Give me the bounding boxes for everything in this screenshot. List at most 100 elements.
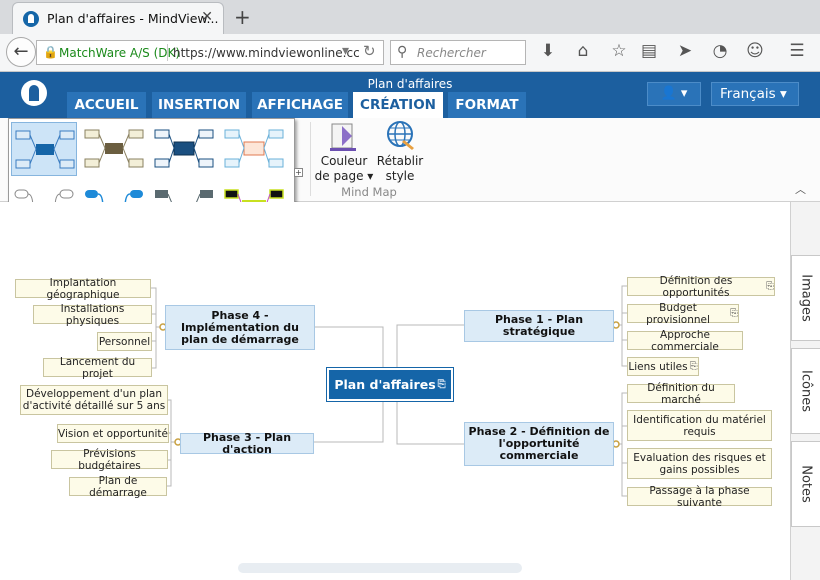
url-dropdown-icon[interactable]: ▾ (342, 43, 350, 59)
browser-tab-title: Plan d'affaires - MindView... (47, 11, 219, 26)
horizontal-scrollbar[interactable] (238, 563, 522, 573)
language-button[interactable]: Français ▾ (711, 82, 799, 106)
reset-style-globe-icon[interactable] (384, 120, 416, 152)
subtopic-passage-phase-suivante[interactable]: Passage à la phase suivante (627, 484, 772, 509)
style-option-1[interactable] (11, 122, 77, 176)
ribbon-group-label: Mind Map (341, 185, 397, 199)
reset-style-button[interactable]: Rétablir style (372, 154, 428, 184)
tab-accueil[interactable]: ACCUEIL (67, 92, 146, 118)
subtopic-implantation-geographique[interactable]: Implantation géographique (15, 277, 151, 301)
url-bar[interactable]: 🔒 MatchWare A/S (DK) https://www.mindvie… (36, 40, 384, 65)
subtopic-label: Plan de démarrage (89, 474, 147, 499)
mindview-logo-icon[interactable] (21, 80, 47, 106)
url-text[interactable]: https://www.mindviewonline.cc (173, 46, 360, 60)
subtopic-label: Lancement du projet (59, 355, 136, 380)
tab-insertion[interactable]: INSERTION (152, 92, 246, 118)
style-option-4[interactable] (221, 122, 287, 176)
gallery-expand-icon[interactable]: + (294, 168, 303, 177)
subtopic-personnel[interactable]: Personnel (97, 332, 152, 351)
style-option-2[interactable] (81, 122, 147, 176)
page-color-button[interactable]: Couleur de page ▾ (314, 154, 374, 184)
side-tab-label: Notes (798, 465, 814, 503)
subtopic-vision-opportunite[interactable]: Vision et opportunité (57, 424, 169, 443)
style-thumbnail-4 (224, 129, 284, 168)
reset-style-label-2: style (385, 169, 415, 183)
subtopic-identification-materiel[interactable]: Identification du matériel requis (627, 410, 772, 441)
search-bar[interactable]: ⚲ Rechercher (390, 40, 526, 65)
attachment-icon: ⎘ (437, 378, 446, 390)
subtopic-label: Installations physiques (60, 302, 125, 327)
bookmark-star-icon[interactable]: ☆ (611, 41, 627, 61)
subtopic-liens-utiles[interactable]: Liens utiles⎘ (627, 357, 699, 376)
subtopic-developpement-plan[interactable]: Développement d'un plan d'activité détai… (20, 385, 168, 415)
style-thumbnail-2 (84, 129, 144, 168)
attachment-icon: ⎘ (689, 360, 698, 372)
download-icon[interactable]: ⬇ (540, 41, 556, 61)
tab-creation[interactable]: CRÉATION (353, 92, 443, 118)
topic-phase1[interactable]: Phase 1 - Plan stratégique (464, 310, 614, 342)
new-tab-button[interactable]: + (234, 5, 251, 29)
page-color-icon[interactable] (328, 122, 358, 152)
subtopic-label: Budget provisionnel (646, 301, 710, 326)
subtopic-evaluation-risques[interactable]: Evaluation des risques et gains possible… (627, 448, 772, 479)
topic-phase1-label: Phase 1 - Plan stratégique (494, 313, 584, 338)
subtopic-definition-marche[interactable]: Définition du marché (627, 381, 735, 406)
ribbon-separator (310, 122, 311, 196)
topic-phase2-label: Phase 2 - Définition de l'opportunité co… (468, 425, 610, 462)
subtopic-label: Vision et opportunité (58, 427, 169, 440)
reading-list-icon[interactable]: ▤ (640, 41, 658, 61)
subtopic-budget-provisionnel[interactable]: Budget provisionnel⎘ (627, 301, 739, 326)
document-title: Plan d'affaires (367, 77, 453, 91)
connector-phase4-items (151, 287, 165, 369)
style-thumbnail-1 (15, 130, 75, 169)
subtopic-plan-demarrage[interactable]: Plan de démarrage (69, 474, 167, 499)
search-input[interactable]: Rechercher (417, 46, 486, 60)
subtopic-label: Personnel (98, 335, 151, 348)
page-color-dropdown-icon: ▾ (363, 169, 374, 183)
back-button[interactable]: ← (6, 37, 36, 67)
user-menu-button[interactable]: 👤 ▾ (647, 82, 701, 106)
central-topic-label: Plan d'affaires (334, 376, 436, 392)
attachment-icon: ⎘ (766, 280, 774, 292)
tab-affichage[interactable]: AFFICHAGE (252, 92, 348, 118)
topic-phase2[interactable]: Phase 2 - Définition de l'opportunité co… (464, 422, 614, 466)
collapse-ribbon-chevron-icon[interactable]: ︿ (795, 183, 806, 196)
subtopic-label: Développement d'un plan d'activité détai… (22, 388, 166, 412)
side-tab-images[interactable]: Images (791, 255, 820, 341)
reload-icon[interactable]: ↻ (363, 42, 376, 60)
subtopic-installations-physiques[interactable]: Installations physiques (33, 302, 152, 327)
subtopic-label: Approche commerciale (651, 328, 719, 353)
subtopic-definition-opportunites[interactable]: Définition des opportunités⎘ (627, 275, 775, 299)
user-icon: 👤 (660, 86, 677, 101)
side-tab-icones[interactable]: Icônes (791, 348, 820, 434)
hamburger-menu-icon[interactable]: ☰ (789, 41, 805, 61)
smiley-icon[interactable]: ☺ (746, 41, 764, 61)
language-label: Français (720, 86, 776, 102)
subtopic-label: Passage à la phase suivante (649, 484, 750, 509)
subtopic-label: Liens utiles (628, 360, 688, 373)
reset-style-label-1: Rétablir (376, 154, 424, 168)
browser-navbar: ← 🔒 MatchWare A/S (DK) https://www.mindv… (0, 34, 820, 72)
home-icon[interactable]: ⌂ (577, 41, 589, 61)
topic-phase3[interactable]: Phase 3 - Plan d'action (180, 431, 314, 455)
lock-icon: 🔒 (43, 45, 58, 59)
side-tab-notes[interactable]: Notes (791, 441, 820, 527)
tab-format[interactable]: FORMAT (448, 92, 526, 118)
style-thumbnail-3 (154, 129, 214, 168)
subtopic-previsions-budgetaires[interactable]: Prévisions budgétaires (51, 448, 168, 472)
subtopic-approche-commerciale[interactable]: Approche commerciale (627, 328, 743, 353)
topic-phase4[interactable]: Phase 4 - Implémentation du plan de déma… (165, 305, 315, 350)
side-tab-label: Icônes (798, 370, 814, 412)
subtopic-label: Définition du marché (647, 381, 715, 406)
connector-phase2-items (614, 392, 627, 497)
tab-close-icon[interactable]: ✕ (201, 9, 213, 25)
browser-tab[interactable]: Plan d'affaires - MindView... ✕ (12, 2, 224, 34)
mindview-favicon-icon (23, 11, 39, 27)
subtopic-label: Evaluation des risques et gains possible… (633, 451, 766, 476)
subtopic-lancement-projet[interactable]: Lancement du projet (43, 355, 152, 380)
central-topic[interactable]: Plan d'affaires⎘ (326, 367, 454, 402)
send-icon[interactable]: ➤ (677, 41, 693, 61)
topic-phase4-label: Phase 4 - Implémentation du plan de déma… (180, 308, 300, 346)
style-option-3[interactable] (151, 122, 217, 176)
history-icon[interactable]: ◔ (712, 41, 728, 61)
